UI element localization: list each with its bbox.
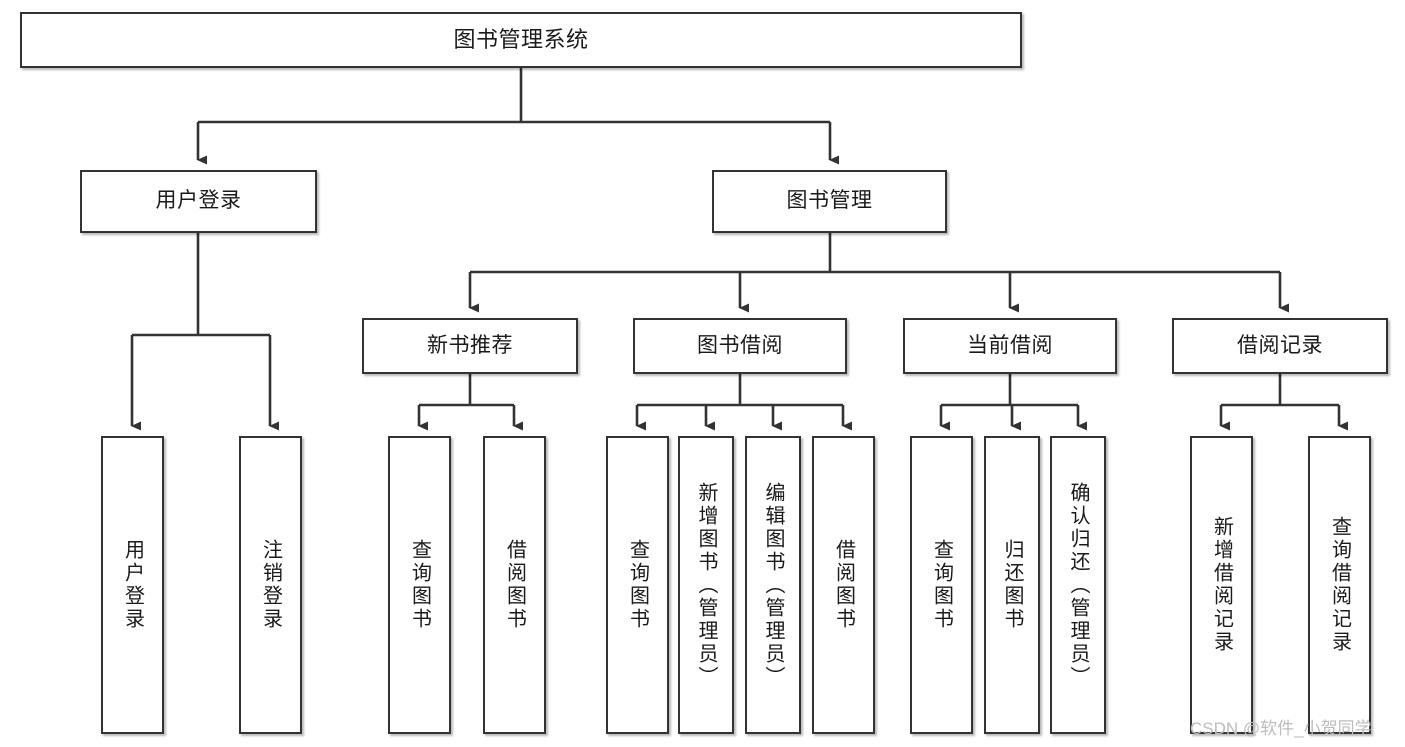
node-label: 归还图书 <box>1001 539 1023 631</box>
node-label: 新书推荐 <box>427 333 513 357</box>
node-book-management[interactable]: 图书管理 <box>712 170 947 233</box>
node-label: 注销登录 <box>259 539 282 631</box>
node-label: 编辑图书（管理员） <box>762 481 784 689</box>
node-leaf-logout[interactable]: 注销登录 <box>239 436 302 734</box>
node-label: 当前借阅 <box>967 333 1053 357</box>
node-book-borrow[interactable]: 图书借阅 <box>633 318 847 374</box>
node-user-login[interactable]: 用户登录 <box>80 170 317 233</box>
node-label: 借阅图书 <box>503 539 526 631</box>
node-label: 用户登录 <box>121 539 144 631</box>
node-leaf-edit-book-admin[interactable]: 编辑图书（管理员） <box>745 436 801 734</box>
node-borrow-record[interactable]: 借阅记录 <box>1172 318 1388 374</box>
node-label: 借阅图书 <box>832 539 855 631</box>
node-leaf-confirm-return-admin[interactable]: 确认归还（管理员） <box>1050 436 1106 734</box>
node-label: 图书管理系统 <box>453 27 589 53</box>
node-label: 查询图书 <box>930 539 953 631</box>
node-label: 确认归还（管理员） <box>1067 481 1089 689</box>
node-leaf-borrow-book-recommend[interactable]: 借阅图书 <box>483 436 546 734</box>
node-label: 查询图书 <box>408 539 431 631</box>
node-leaf-query-borrow-record[interactable]: 查询借阅记录 <box>1308 436 1371 734</box>
node-label: 查询借阅记录 <box>1328 516 1351 654</box>
node-label: 图书借阅 <box>697 333 783 357</box>
node-leaf-add-book-admin[interactable]: 新增图书（管理员） <box>678 436 734 734</box>
node-root-book-management-system[interactable]: 图书管理系统 <box>20 12 1022 68</box>
node-leaf-user-login[interactable]: 用户登录 <box>101 436 164 734</box>
node-current-borrow[interactable]: 当前借阅 <box>903 318 1117 374</box>
node-leaf-query-book-recommend[interactable]: 查询图书 <box>388 436 451 734</box>
node-leaf-query-book-borrow[interactable]: 查询图书 <box>606 436 669 734</box>
watermark-text: CSDN @软件_小贺同学 <box>1190 719 1372 738</box>
node-new-book-recommend[interactable]: 新书推荐 <box>362 318 578 374</box>
node-leaf-query-book-current[interactable]: 查询图书 <box>910 436 973 734</box>
node-label: 用户登录 <box>155 189 242 213</box>
node-label: 查询图书 <box>626 539 649 631</box>
node-label: 新增借阅记录 <box>1210 516 1233 654</box>
node-label: 图书管理 <box>786 189 873 213</box>
node-leaf-add-borrow-record[interactable]: 新增借阅记录 <box>1190 436 1253 734</box>
node-label: 借阅记录 <box>1237 333 1323 357</box>
node-leaf-borrow-book[interactable]: 借阅图书 <box>812 436 875 734</box>
node-label: 新增图书（管理员） <box>695 481 717 689</box>
node-leaf-return-book[interactable]: 归还图书 <box>984 436 1040 734</box>
